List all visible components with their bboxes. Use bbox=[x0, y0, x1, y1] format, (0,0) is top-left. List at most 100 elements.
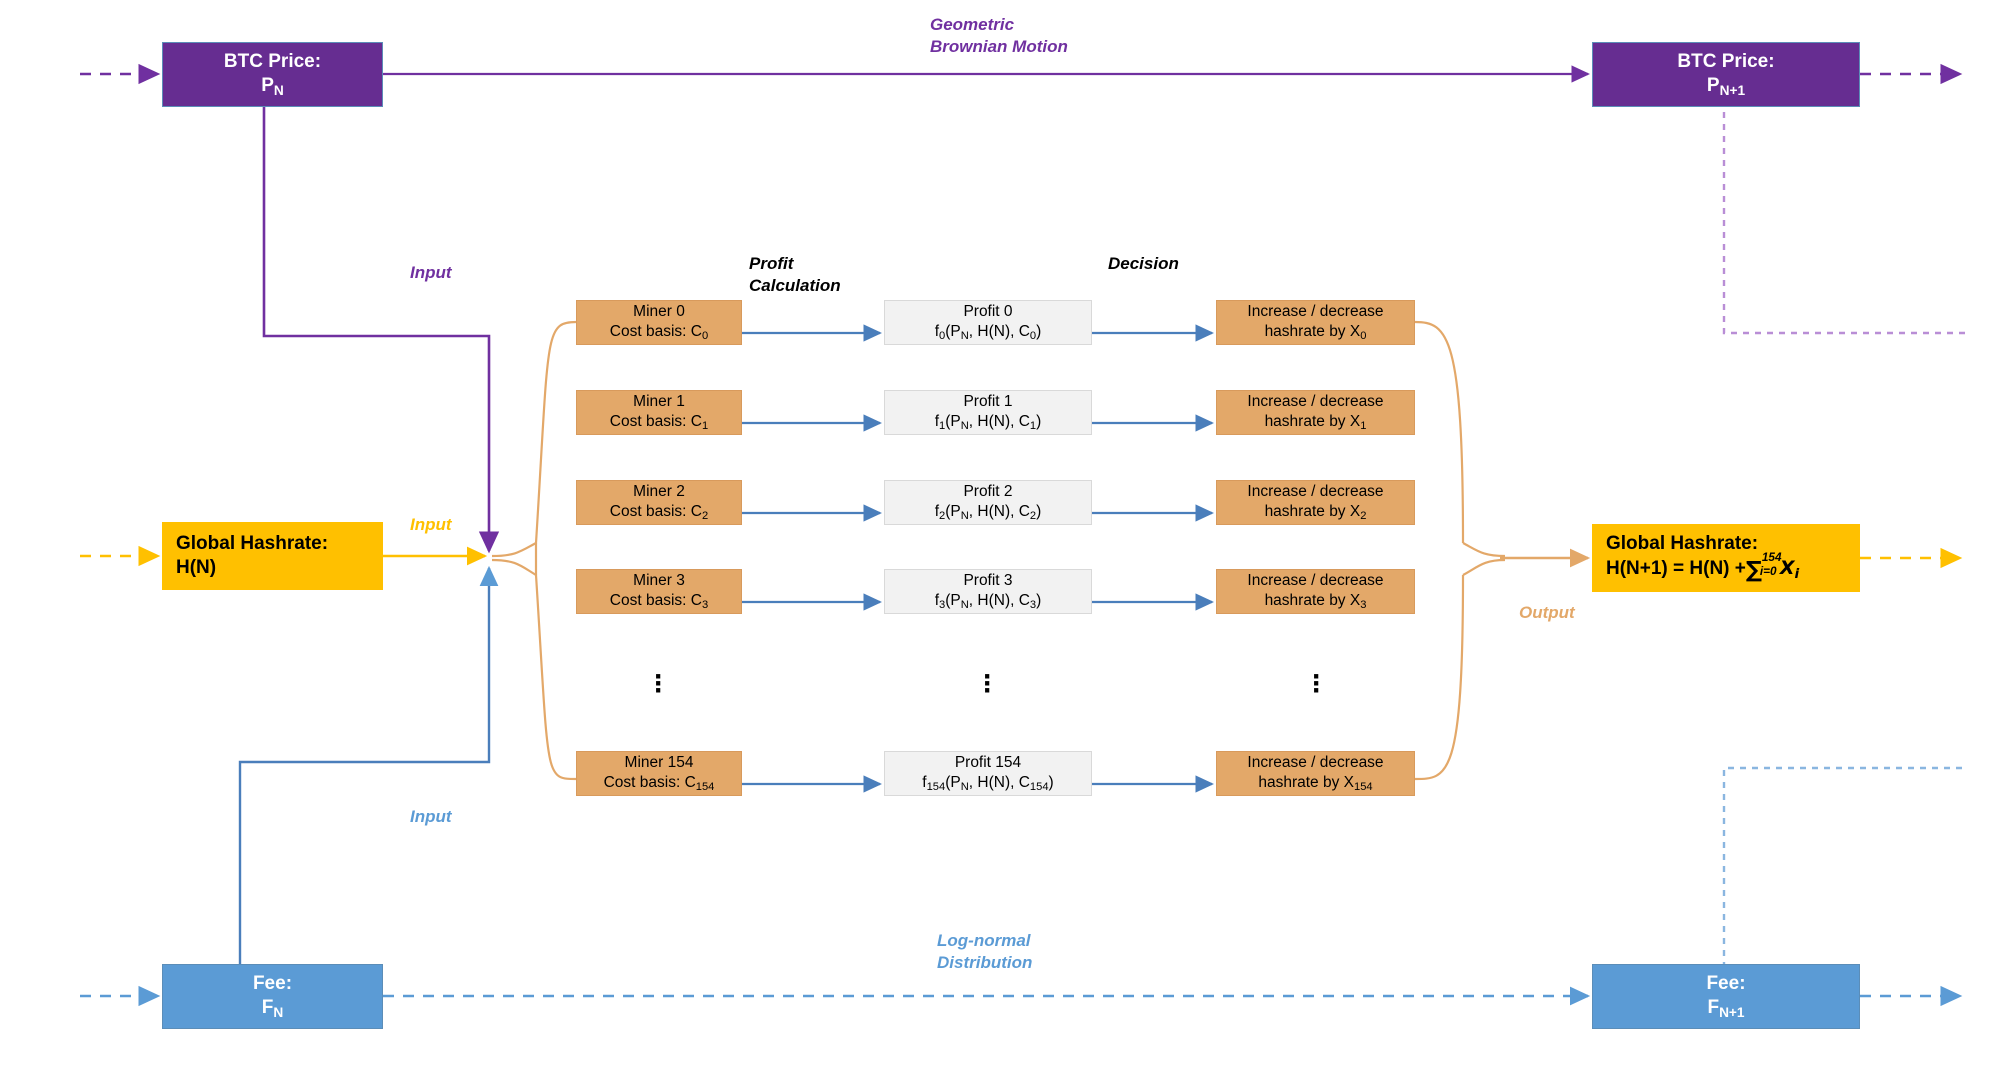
profit-close-2: ) bbox=[1036, 502, 1042, 520]
profit-fn-sub-154: 154 bbox=[926, 780, 946, 793]
ellipsis-dot: · bbox=[654, 674, 664, 707]
fee-in-line2: FN bbox=[262, 996, 283, 1021]
btc-price-out-symbol: P bbox=[1706, 74, 1720, 96]
miner-box-3[interactable]: Miner 3 Cost basis: C3 bbox=[576, 569, 742, 614]
profit-args-sub2-3: 3 bbox=[1029, 598, 1037, 611]
profit-formula-1: f1(PN, H(N), C1) bbox=[935, 412, 1042, 433]
miner-cost-basis-2: Cost basis: C2 bbox=[610, 502, 708, 523]
profit-box-154[interactable]: Profit 154 f154(PN, H(N), C154) bbox=[884, 751, 1092, 796]
profit-box-3[interactable]: Profit 3 f3(PN, H(N), C3) bbox=[884, 569, 1092, 614]
btc-price-out-box[interactable]: BTC Price: PN+1 bbox=[1592, 42, 1860, 107]
decision-line2-2: hashrate by X2 bbox=[1265, 502, 1367, 523]
fee-out-box[interactable]: Fee: FN+1 bbox=[1592, 964, 1860, 1029]
miner-cost-basis-sub-0: 0 bbox=[701, 329, 709, 342]
profit-title-0: Profit 0 bbox=[963, 302, 1013, 320]
fee-out-subscript: N+1 bbox=[1719, 1004, 1745, 1020]
profit-fn-sub-0: 0 bbox=[939, 329, 946, 342]
miner-name-3: Miner 3 bbox=[633, 571, 685, 589]
decision-sub-0: 0 bbox=[1360, 329, 1367, 342]
profit-box-1[interactable]: Profit 1 f1(PN, H(N), C1) bbox=[884, 390, 1092, 435]
profit-formula-154: f154(PN, H(N), C154) bbox=[922, 773, 1053, 794]
decision-box-0[interactable]: Increase / decrease hashrate by X0 bbox=[1216, 300, 1415, 345]
decision-label-0: hashrate by X bbox=[1264, 322, 1361, 340]
btc-price-in-subscript: N bbox=[273, 82, 284, 98]
miner-cost-basis-label-154: Cost basis: C bbox=[603, 773, 696, 791]
decision-label-1: hashrate by X bbox=[1264, 412, 1361, 430]
profit-box-2[interactable]: Profit 2 f2(PN, H(N), C2) bbox=[884, 480, 1092, 525]
decision-box-154[interactable]: Increase / decrease hashrate by X154 bbox=[1216, 751, 1415, 796]
ellipsis-dot: · bbox=[1312, 674, 1322, 707]
miner-box-154[interactable]: Miner 154 Cost basis: C154 bbox=[576, 751, 742, 796]
summation-lower-limit: i=0 bbox=[1759, 564, 1777, 578]
profit-args-sub2-0: 0 bbox=[1029, 329, 1037, 342]
miner-cost-basis-sub-2: 2 bbox=[701, 509, 709, 522]
profit-title-1: Profit 1 bbox=[963, 392, 1013, 410]
input-label-hashrate: Input bbox=[410, 515, 452, 534]
decision-line2-3: hashrate by X3 bbox=[1265, 591, 1367, 612]
profit-formula-2: f2(PN, H(N), C2) bbox=[935, 502, 1042, 523]
wire-decision-154-to-bus bbox=[1414, 574, 1465, 781]
decision-line2-154: hashrate by X154 bbox=[1258, 773, 1372, 794]
wire-bus-to-miner-154 bbox=[491, 558, 577, 781]
profit-args-tail-2: , H(N), C bbox=[968, 502, 1030, 520]
ellipsis-dot: · bbox=[983, 660, 993, 693]
ellipsis-decision-column: · · · bbox=[1302, 660, 1332, 707]
summation-term-base: X bbox=[1779, 557, 1795, 580]
fee-out-line2: FN+1 bbox=[1707, 996, 1744, 1021]
profit-close-3: ) bbox=[1036, 591, 1042, 609]
wire-decision-0-to-bus bbox=[1414, 320, 1465, 544]
fee-in-line1: Fee: bbox=[252, 972, 293, 994]
miner-cost-basis-sub-1: 1 bbox=[701, 419, 709, 432]
ellipsis-profit-column: · · · bbox=[973, 660, 1003, 706]
profit-calculation-heading: Profit Calculation bbox=[749, 254, 841, 296]
decision-line1-0: Increase / decrease bbox=[1247, 302, 1384, 320]
profit-close-1: ) bbox=[1036, 412, 1042, 430]
miner-box-1[interactable]: Miner 1 Cost basis: C1 bbox=[576, 390, 742, 435]
profit-fn-1: f bbox=[934, 412, 939, 430]
miner-name-1: Miner 1 bbox=[633, 392, 685, 410]
fee-in-box[interactable]: Fee: FN bbox=[162, 964, 383, 1029]
miner-cost-basis-3: Cost basis: C3 bbox=[610, 591, 708, 612]
ellipsis-dot: · bbox=[1312, 660, 1322, 693]
summation-term-subscript: i bbox=[1794, 566, 1800, 583]
lognormal-process-label: Log-normal Distribution bbox=[937, 931, 1033, 973]
decision-box-3[interactable]: Increase / decrease hashrate by X3 bbox=[1216, 569, 1415, 614]
profit-box-0[interactable]: Profit 0 f0(PN, H(N), C0) bbox=[884, 300, 1092, 345]
decision-box-2[interactable]: Increase / decrease hashrate by X2 bbox=[1216, 480, 1415, 525]
hashrate-out-line1: Global Hashrate: bbox=[1606, 533, 1759, 555]
summation-sigma: ∑ bbox=[1745, 556, 1762, 583]
decision-line1-1: Increase / decrease bbox=[1247, 392, 1384, 410]
btc-price-out-line1: BTC Price: bbox=[1677, 50, 1775, 72]
profit-args-tail-0: , H(N), C bbox=[968, 322, 1030, 340]
decision-line2-0: hashrate by X0 bbox=[1265, 322, 1367, 343]
miner-name-2: Miner 2 bbox=[633, 482, 685, 500]
output-label: Output bbox=[1519, 603, 1575, 622]
miner-cost-basis-154: Cost basis: C154 bbox=[604, 773, 715, 794]
miner-name-154: Miner 154 bbox=[624, 753, 694, 771]
miner-box-0[interactable]: Miner 0 Cost basis: C0 bbox=[576, 300, 742, 345]
decision-sub-1: 1 bbox=[1360, 419, 1367, 432]
profit-args-tail-1: , H(N), C bbox=[968, 412, 1030, 430]
btc-price-in-line2: PN bbox=[261, 74, 284, 99]
profit-fn-3: f bbox=[934, 591, 939, 609]
profit-args-1: (P bbox=[945, 412, 961, 430]
btc-price-in-box[interactable]: BTC Price: PN bbox=[162, 42, 383, 107]
summation-upper-limit: 154 bbox=[1761, 551, 1782, 565]
wire-fee-input-up bbox=[238, 565, 499, 968]
wire-price-input-down bbox=[262, 100, 500, 554]
profit-fn-sub-3: 3 bbox=[939, 598, 946, 611]
btc-price-out-subscript: N+1 bbox=[1719, 82, 1746, 98]
hashrate-out-prefix: H(N+1) = H(N) + bbox=[1606, 558, 1746, 580]
profit-formula-3: f3(PN, H(N), C3) bbox=[935, 591, 1042, 612]
summation-term: Xi bbox=[1779, 557, 1800, 583]
profit-fn-2: f bbox=[934, 502, 939, 520]
decision-box-1[interactable]: Increase / decrease hashrate by X1 bbox=[1216, 390, 1415, 435]
global-hashrate-in-box[interactable]: Global Hashrate: H(N) bbox=[162, 522, 383, 590]
btc-price-in-line1: BTC Price: bbox=[223, 50, 322, 72]
miner-box-2[interactable]: Miner 2 Cost basis: C2 bbox=[576, 480, 742, 525]
decision-line1-154: Increase / decrease bbox=[1247, 753, 1384, 771]
miner-cost-basis-sub-3: 3 bbox=[701, 598, 709, 611]
profit-fn-0: f bbox=[934, 322, 939, 340]
